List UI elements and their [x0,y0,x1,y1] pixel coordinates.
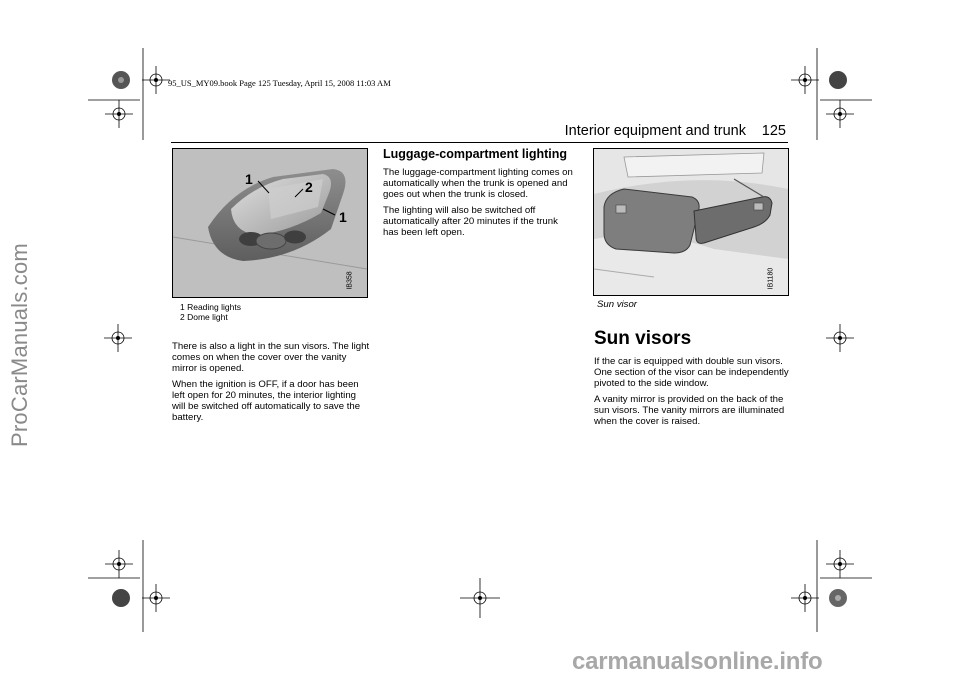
paragraph: When the ignition is OFF, if a door has … [172,378,361,424]
figure-legend: 1 Reading lights 2 Dome light [180,302,241,322]
header-rule [171,142,788,143]
callout-2: 2 [305,179,313,195]
middle-column-text: The luggage-compartment lighting comes o… [383,167,575,242]
sun-visors-heading: Sun visors [594,328,692,349]
paragraph: The lighting will also be switched off a… [383,204,558,239]
right-column-text: If the car is equipped with double sun v… [594,356,790,431]
book-stamp: 95_US_MY09.book Page 125 Tuesday, April … [168,78,391,88]
footer-watermark: carmanualsonline.info [572,648,823,675]
figure-code-left: IB358 [346,271,354,290]
page-number: 125 [761,123,786,139]
paragraph: If the car is equipped with double sun v… [594,356,789,390]
paragraph: There is also a light in the sun visors.… [172,341,370,375]
legend-item-1: 1 Reading lights [180,302,241,312]
section-title: Interior equipment and trunk [564,123,746,139]
figure-code-right: IB1180 [767,267,775,290]
legend-item-2: 2 Dome light [180,312,228,322]
callout-1-top: 1 [245,171,253,187]
overhead-console-figure: 1 2 1 IB358 [172,148,368,298]
overhead-console-illustration [173,169,367,270]
sun-visor-figure: IB1180 [593,148,789,296]
paragraph: The luggage-compartment lighting comes o… [383,167,573,201]
figure-caption: Sun visor [597,299,637,310]
left-column-text: There is also a light in the sun visors.… [172,341,370,427]
sun-visor-illustration [594,149,788,295]
callout-1-bottom: 1 [339,209,347,225]
luggage-lighting-heading: Luggage-compartment lighting [383,147,568,161]
paragraph: A vanity mirror is provided on the back … [594,393,785,428]
